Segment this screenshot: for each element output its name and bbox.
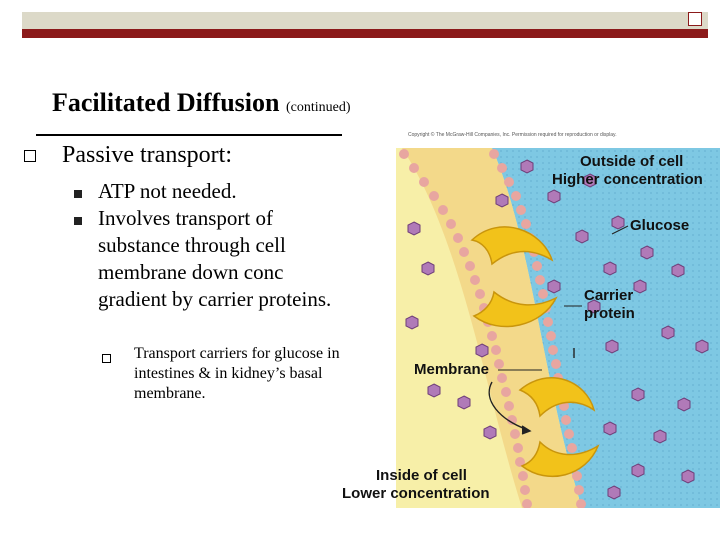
higher-concentration-label: Higher concentration	[552, 171, 703, 188]
carrier-protein-bottom	[518, 377, 600, 478]
figure-svg: Copyright © The McGraw-Hill Companies, I…	[342, 131, 720, 509]
sub-bullet-involves: Involves transport of substance through …	[98, 206, 332, 311]
figure-copyright: Copyright © The McGraw-Hill Companies, I…	[408, 131, 617, 138]
sub-sub-bullet-carriers: Transport carriers for glucose in intest…	[134, 345, 340, 402]
title-text: Facilitated Diffusion	[52, 88, 280, 117]
carrier-protein-top	[470, 226, 558, 328]
sub-bullet-atp: ATP not needed.	[98, 179, 237, 203]
title-note: (continued)	[286, 100, 351, 115]
bullet-passive-transport: Passive transport:	[62, 142, 232, 168]
filled-square-bullet-icon	[74, 217, 82, 225]
outside-of-cell-label: Outside of cell	[580, 153, 683, 170]
hollow-square-bullet-icon	[24, 150, 36, 162]
filled-square-bullet-icon	[74, 190, 82, 198]
title-underline	[36, 134, 342, 136]
facilitated-diffusion-figure: Copyright © The McGraw-Hill Companies, I…	[342, 130, 720, 509]
inside-of-cell-label: Inside of cell	[376, 467, 467, 484]
membrane-core	[402, 148, 582, 508]
glucose-label: Glucose	[630, 217, 689, 234]
lower-concentration-label: Lower concentration	[342, 485, 490, 502]
membrane-label: Membrane	[414, 361, 489, 378]
small-square-bullet-icon	[102, 354, 111, 363]
header-corner-box	[688, 12, 702, 26]
protein-label: protein	[584, 305, 635, 322]
label-leaders	[498, 225, 629, 371]
slide-title: Facilitated Diffusion (continued)	[52, 88, 351, 118]
header-accent-bar	[22, 29, 708, 38]
transport-arrows	[488, 348, 575, 435]
carrier-label: Carrier	[584, 287, 633, 304]
glucose-molecules	[405, 159, 709, 500]
outside-fluid-texture	[492, 148, 720, 508]
